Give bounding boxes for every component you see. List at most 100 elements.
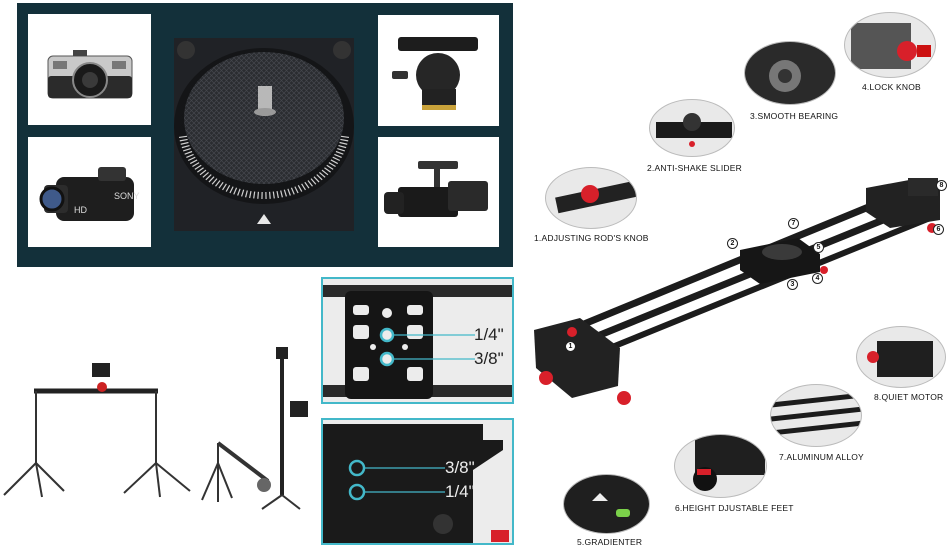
dial-tick: [189, 159, 198, 165]
dial-tick: [283, 189, 287, 197]
dial-tick: [229, 186, 234, 194]
dial-tick: [321, 169, 329, 176]
feature-2-label: 2.ANTI-SHAKE SLIDER: [647, 163, 742, 173]
hole-size-three-eighths-bottom: 3/8": [445, 458, 475, 477]
carriage-plate-image: [323, 279, 512, 402]
callout-7: 7: [788, 218, 799, 229]
mounting-plate-closeup: [174, 38, 354, 231]
feature-7-label: 7.ALUMINUM ALLOY: [779, 452, 864, 462]
dial-tick: [182, 147, 191, 152]
dial-tick: [202, 171, 209, 178]
dial-tick: [338, 144, 347, 149]
dial-tick: [280, 190, 283, 198]
callout-4: 4: [812, 273, 823, 284]
dial-tick: [222, 183, 227, 191]
hole-size-quarter-top: 1/4": [474, 325, 504, 344]
callout-2: 2: [727, 238, 738, 249]
dial-ticks: [178, 135, 350, 199]
dial-tick: [208, 176, 215, 183]
feature-3-label: 3.SMOOTH BEARING: [750, 111, 839, 121]
dial-tick: [218, 181, 224, 189]
camcorder-image: SONY HD: [39, 167, 140, 221]
dial-tick: [287, 188, 291, 196]
callout-3: 3: [787, 279, 798, 290]
dial-tick: [301, 183, 306, 191]
feature-4-label: 4.LOCK KNOB: [862, 82, 921, 92]
dial-tick: [179, 138, 188, 142]
dial-tick: [304, 181, 310, 189]
dial-tick: [335, 150, 344, 155]
rangefinder-camera-tile: [28, 14, 151, 125]
dial-tick: [197, 167, 204, 173]
dial-tick: [180, 141, 189, 145]
end-plate-image: [323, 420, 512, 543]
hole-size-quarter-bottom: 1/4": [445, 482, 475, 501]
ball-head-image: [392, 37, 478, 110]
dial-tick: [257, 191, 259, 199]
dial-tick: [241, 189, 245, 197]
pro-camcorder-image: [384, 161, 488, 217]
dial-tick: [215, 180, 221, 187]
dial-tick: [332, 156, 341, 162]
feature-7-image: [770, 384, 862, 447]
dial-tick: [237, 188, 241, 196]
dial-tick: [307, 180, 313, 187]
dial-tick: [205, 174, 212, 181]
feature-1-label: 1.ADJUSTING ROD'S KNOB: [534, 233, 649, 243]
dial-tick: [290, 187, 295, 195]
mounting-plate-image: [174, 38, 354, 231]
dial-tick: [297, 184, 303, 192]
dial-tick: [340, 138, 349, 142]
dial-tick: [194, 164, 202, 170]
dial-tick: [184, 150, 193, 155]
feature-1-image: [545, 167, 637, 229]
dial-tick: [328, 162, 336, 168]
compatible-devices-panel: SONY HD: [17, 3, 513, 267]
dial-tick: [326, 164, 334, 170]
hole-size-three-eighths-top: 3/8": [474, 349, 504, 368]
ball-head-tile: [378, 15, 499, 126]
dial-tick: [330, 159, 339, 165]
feature-5-label: 5.GRADIENTER: [577, 537, 643, 547]
dial-tick: [211, 178, 218, 185]
dial-tick: [269, 191, 271, 199]
dial-tick: [294, 186, 299, 194]
dial-tick: [199, 169, 207, 176]
dial-tick: [316, 174, 323, 181]
dial-tick: [181, 144, 190, 149]
camcorder-badge: HD: [74, 205, 87, 215]
feature-5-image: [563, 474, 650, 534]
camera-brand: SONY: [114, 191, 140, 201]
feature-3-image: [744, 41, 836, 105]
rangefinder-camera-image: [47, 50, 133, 99]
dial-tick: [319, 171, 326, 178]
dial-tick: [337, 147, 346, 152]
dial-tick: [225, 184, 231, 192]
dial-tick: [233, 187, 238, 195]
callout-5: 5: [813, 242, 824, 253]
dial-tick: [245, 190, 248, 198]
feature-8-image: [856, 326, 946, 388]
camera-slider-product: [534, 178, 940, 405]
dial-tick: [187, 156, 196, 162]
dial-tick: [253, 191, 256, 199]
feature-2-image: [649, 99, 735, 157]
callout-1: 1: [565, 341, 576, 352]
dial-tick: [272, 191, 275, 199]
dial-tick: [334, 153, 342, 158]
camcorder-tile: SONY HD: [28, 137, 151, 247]
feature-6-label: 6.HEIGHT DJUSTABLE FEET: [675, 503, 794, 513]
pro-camcorder-tile: [378, 137, 499, 247]
callout-6: 6: [933, 224, 944, 235]
stand-setups-illustration: [3, 347, 308, 510]
dial-tick: [276, 190, 279, 199]
dial-tick: [178, 135, 188, 139]
feature-4-image: [844, 12, 936, 78]
dial-tick: [186, 153, 194, 158]
dial-tick: [249, 190, 252, 199]
end-plate-holes-detail: 3/8" 1/4": [321, 418, 514, 545]
feature-6-image: [674, 434, 767, 498]
feature-8-label: 8.QUIET MOTOR: [874, 392, 944, 402]
dial-tick: [313, 176, 320, 183]
dial-tick: [340, 135, 350, 139]
